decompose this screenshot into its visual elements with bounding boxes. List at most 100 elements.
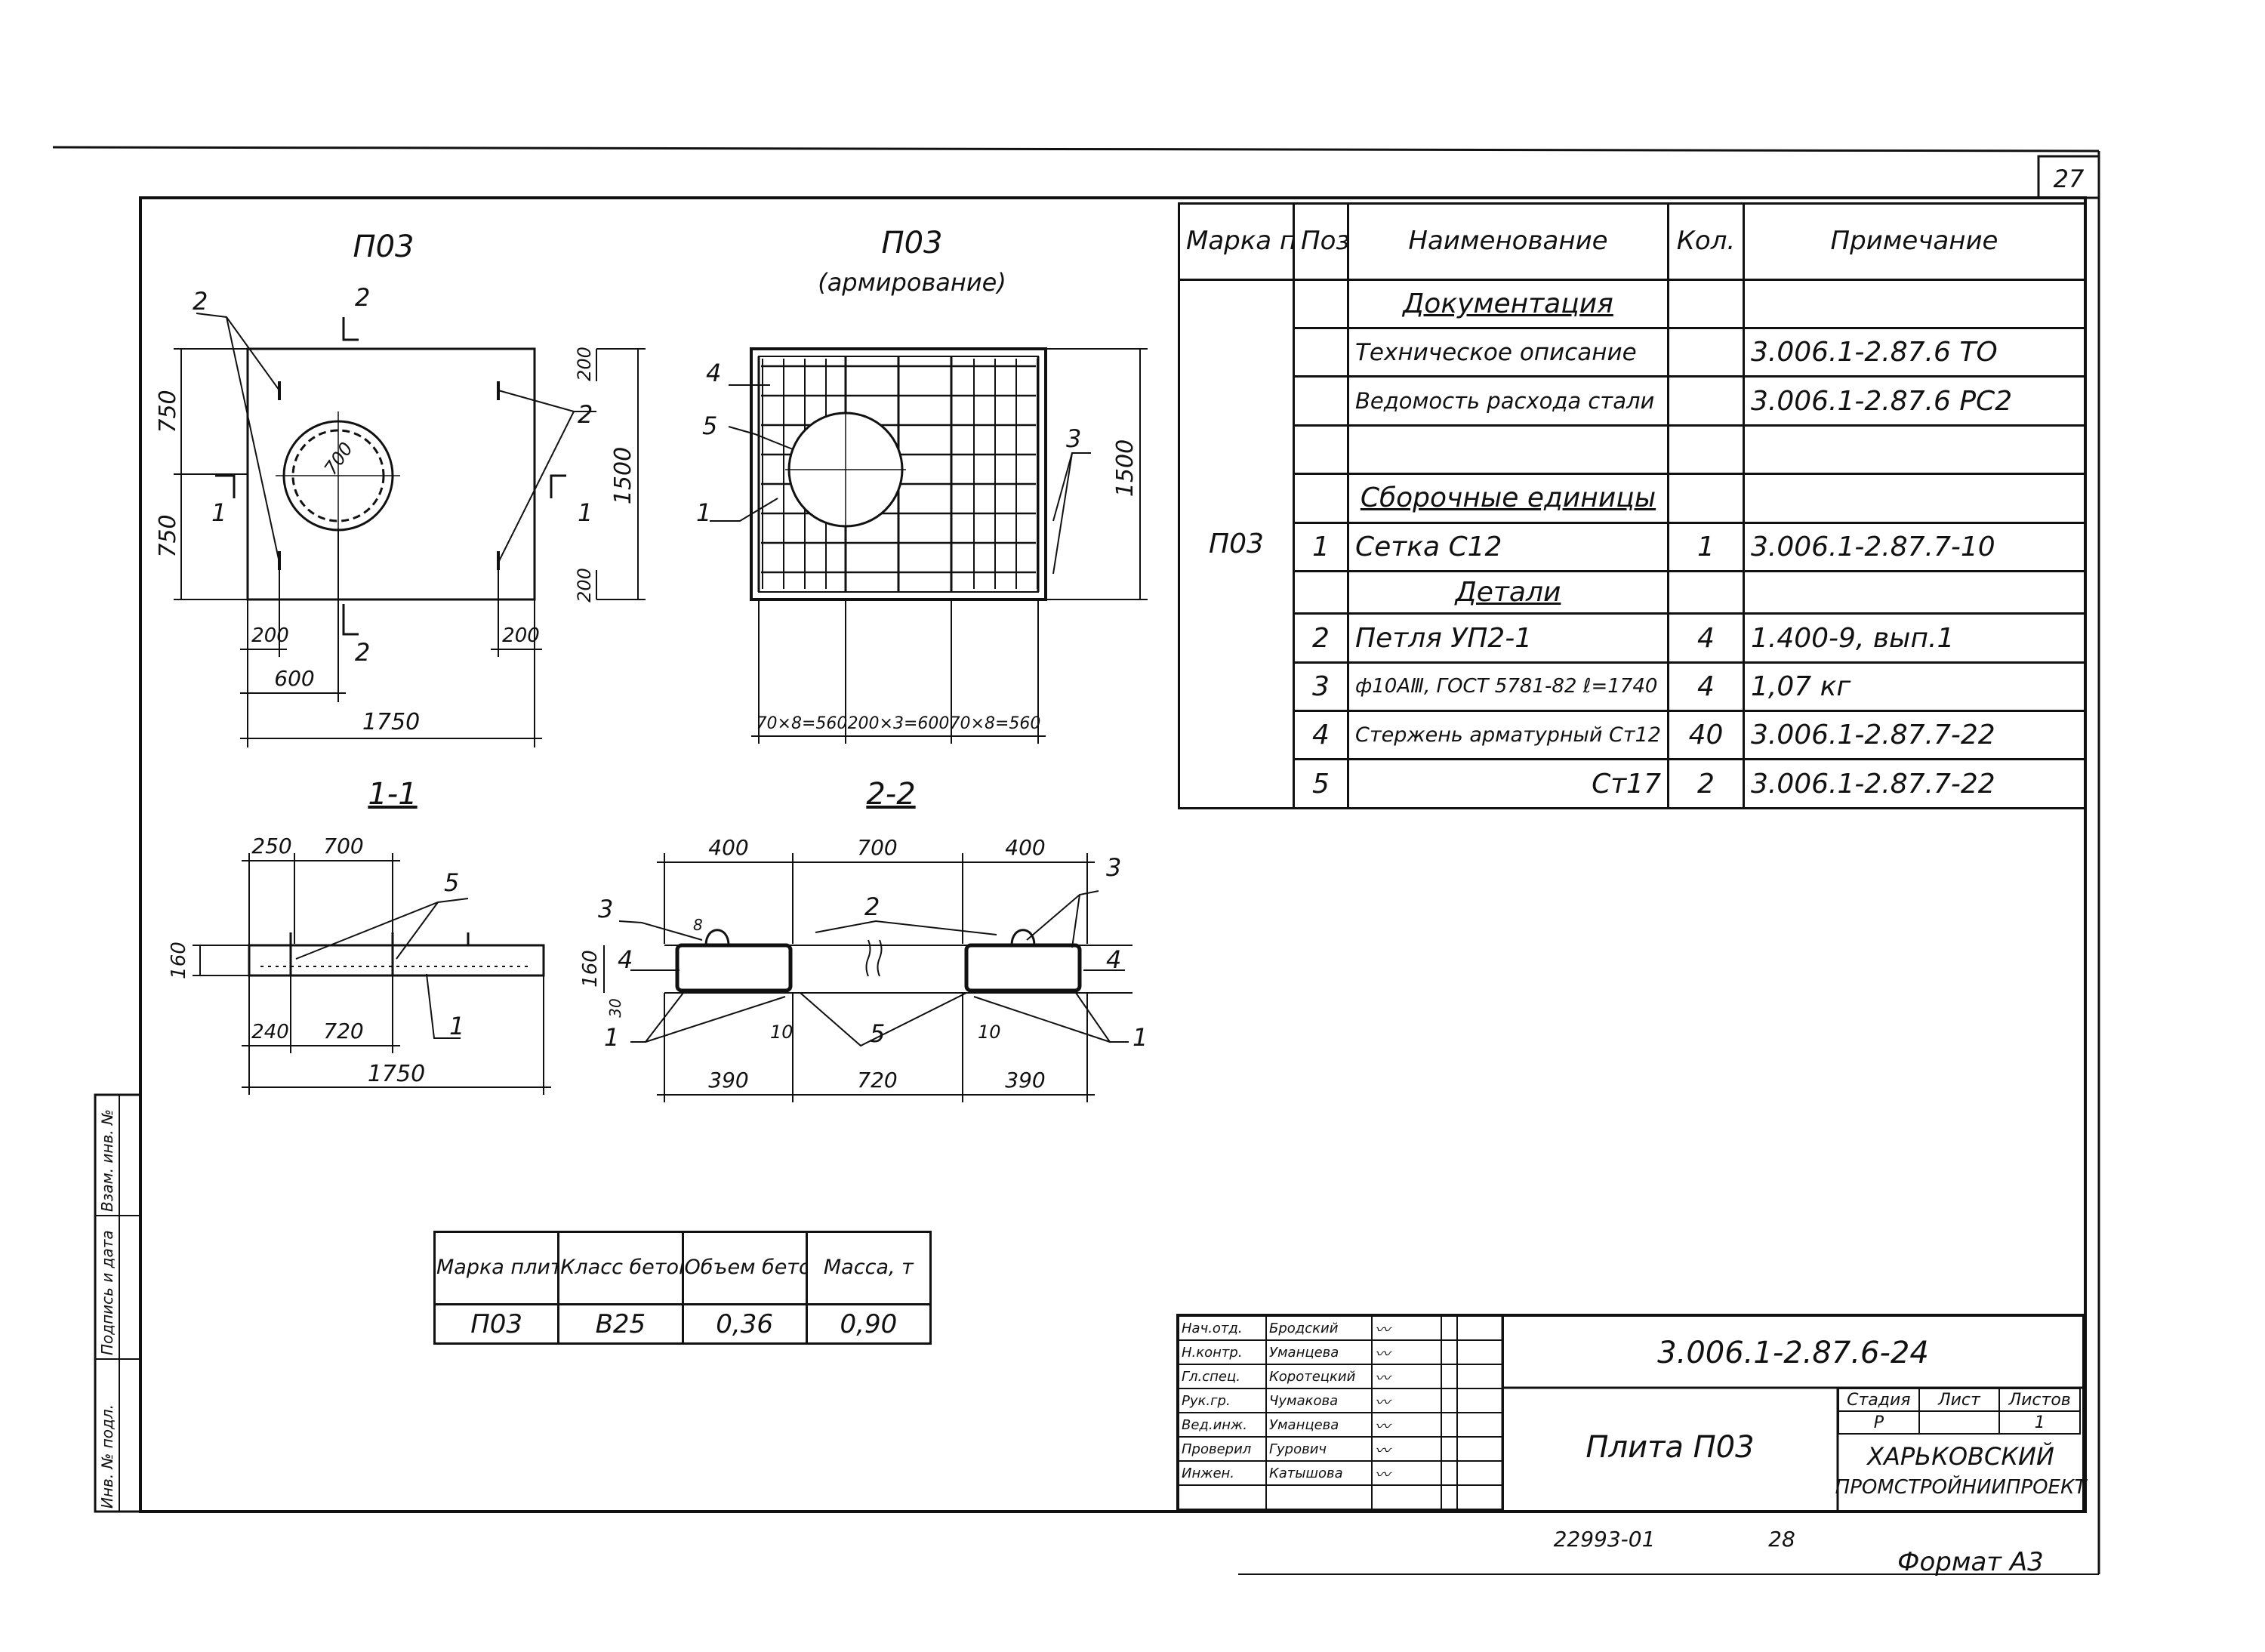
s2-callout-4-right: 4 [1106,945,1121,974]
conc-volume: 0,36 [681,1303,808,1345]
plan-view [174,313,646,747]
s2-dim-720: 720 [857,1068,897,1093]
stage-value: Р [1838,1410,1920,1435]
document-code: 3.006.1-2.87.6-24 [1657,1336,1929,1370]
conc-header-mass: Масса, т [805,1231,932,1305]
reinforcement-subtitle: (армирование) [818,268,1006,297]
spec-qty: 2 [1667,758,1745,809]
s2-callout-1-left: 1 [604,1023,619,1052]
s2-dim-10-left: 10 [770,1022,794,1043]
plan-dim-bottom-left-edge: 200 [251,624,289,647]
spec-pos [1293,424,1349,476]
spec-pos [1293,569,1349,615]
s2-callout-5: 5 [870,1019,885,1048]
plan-hole-dia: 700 [320,439,357,479]
conc-mark: П03 [433,1303,560,1345]
sig-sign [1371,1484,1442,1510]
sig-role: Инжен. [1178,1460,1267,1486]
sig-name: Бродский [1265,1315,1373,1341]
sig-date [1441,1412,1504,1438]
spec-qty: 4 [1667,661,1745,713]
spec-qty [1667,278,1745,330]
spec-header-name: Наименование [1347,202,1669,281]
spec-pos: 2 [1293,612,1349,664]
spec-qty: 1 [1667,521,1745,572]
spec-note: 3.006.1-2.87.7-22 [1743,758,2086,809]
spec-pos [1293,473,1349,524]
spec-name: Ст17 [1347,758,1669,809]
sig-role: Проверил [1178,1436,1267,1462]
side-stamp-frame [94,1093,142,1513]
sheet-number: 27 [2054,165,2085,193]
s2-callout-3-left: 3 [598,895,613,923]
spec-note: 3.006.1-2.87.7-22 [1743,710,2086,761]
spec-name: ф10АⅢ, ГОСТ 5781-82 ℓ=1740 [1347,661,1669,713]
reinf-dim-bottom-right: 70×8=560 [950,714,1041,733]
conc-header-class: Класс бетона [557,1231,684,1305]
specification-table: Марка плиты Поз. Наименование Кол. Приме… [1178,202,2086,810]
s2-callout-3-right: 3 [1106,853,1121,882]
sig-date [1441,1436,1504,1462]
signature-mark: 〰 [1371,1436,1442,1462]
sig-name: Уманцева [1265,1412,1373,1438]
spec-pos [1293,327,1349,378]
spec-name: Петля УП2-1 [1347,612,1669,664]
sig-date [1441,1315,1504,1341]
sig-name [1265,1484,1373,1510]
reinf-dim-bottom-mid: 200×3=600 [848,714,950,733]
archive-number: 22993-01 [1554,1527,1656,1552]
sig-date [1441,1484,1504,1510]
conc-header-volume: Объем бетона, м³ [681,1231,808,1305]
stage-header: Стадия [1838,1388,1920,1412]
spec-pos [1293,278,1349,330]
spec-section-heading: Детали [1347,569,1669,615]
stage-table: Стадия Лист Листов Р 1 [1838,1388,2081,1435]
s2-dim-700: 700 [857,835,897,860]
s1-callout-1: 1 [449,1012,464,1040]
spec-qty: 4 [1667,612,1745,664]
signature-mark: 〰 [1371,1364,1442,1389]
sheets-value: 1 [1998,1410,2081,1435]
s2-dim-390-left: 390 [708,1068,748,1093]
reinf-callout-1: 1 [696,498,711,527]
signature-mark: 〰 [1371,1315,1442,1341]
s1-callout-5: 5 [444,868,459,897]
conc-header-mark: Марка плиты [433,1231,560,1305]
sig-date [1441,1364,1504,1389]
sig-role: Нач.отд. [1178,1315,1267,1341]
archive-sheet: 28 [1768,1527,1795,1552]
spec-mark-cell: П03 [1178,278,1295,810]
spec-name: Стержень арматурный Ст12 [1347,710,1669,761]
section-1-1-title: 1-1 [368,777,417,812]
plan-dim-bottom-right: 200 [574,568,595,603]
sig-name: Чумакова [1265,1388,1373,1413]
plan-cut-2-top: 2 [355,283,370,312]
spec-note [1743,569,2086,615]
title-block-frame [1176,1314,2085,1513]
spec-header-note: Примечание [1743,202,2086,281]
s2-dim-400-left: 400 [708,835,748,860]
spec-pos [1293,375,1349,427]
plan-dim-top-right: 200 [574,347,595,381]
spec-note [1743,278,2086,330]
signature-block: Нач.отд.Бродский〰 Н.контр.Уманцева〰 Гл.с… [1178,1315,1504,1510]
signature-mark: 〰 [1371,1412,1442,1438]
sheet-value [1918,1410,2001,1435]
spec-note: 1,07 кг [1743,661,2086,713]
plan-dim-1750: 1750 [362,709,420,735]
sheets-header: Листов [1998,1388,2081,1412]
s1-dim-700: 700 [323,834,363,858]
spec-name: Ведомость расхода стали [1347,375,1669,427]
sig-role: Н.контр. [1178,1339,1267,1365]
sig-date [1441,1388,1504,1413]
spec-qty [1667,569,1745,615]
s2-dim-390-right: 390 [1005,1068,1045,1093]
spec-qty [1667,375,1745,427]
spec-note: 3.006.1-2.87.6 ТО [1743,327,2086,378]
sig-date [1441,1339,1504,1365]
sig-name: Уманцева [1265,1339,1373,1365]
concrete-table: Марка плиты Класс бетона Объем бетона, м… [433,1231,932,1345]
plan-dim-bottom-right-edge: 200 [502,624,540,647]
product-name: Плита П03 [1586,1430,1754,1465]
